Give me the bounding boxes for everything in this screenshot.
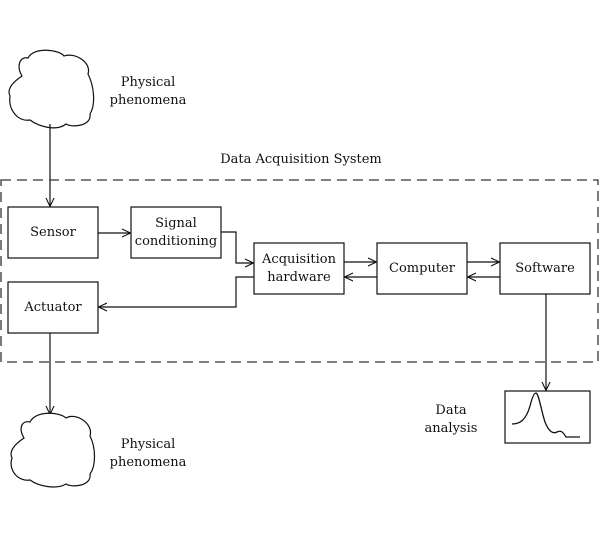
data-analysis-label-line2: analysis bbox=[425, 421, 478, 436]
acquisition-hardware-block bbox=[253, 242, 345, 295]
data-analysis-plot bbox=[504, 390, 591, 444]
sensor-label: Sensor bbox=[30, 225, 76, 240]
arrow-acquisition-to-actuator bbox=[99, 276, 254, 307]
system-boundary bbox=[0, 179, 599, 363]
actuator-block bbox=[7, 281, 99, 334]
acquisition-hardware-label-line1: Acquisition bbox=[261, 252, 337, 267]
phenomena-top-label-line2: phenomena bbox=[110, 93, 187, 108]
arrow-conditioning-to-acquisition bbox=[221, 231, 253, 263]
acquisition-hardware-label-line2: hardware bbox=[267, 270, 331, 285]
phenomena-bottom-label-line2: phenomena bbox=[110, 455, 187, 470]
phenomena-bottom-label-line1: Physical bbox=[121, 437, 175, 452]
data-analysis-label-line1: Data bbox=[435, 403, 466, 418]
actuator-label: Actuator bbox=[23, 300, 82, 315]
computer-block bbox=[376, 242, 468, 295]
signal-conditioning-label-line2: conditioning bbox=[135, 234, 217, 249]
peak-curve-icon bbox=[511, 392, 580, 438]
signal-conditioning-label-line1: Signal bbox=[155, 216, 197, 231]
software-block bbox=[499, 242, 591, 295]
phenomena-top-label-line1: Physical bbox=[121, 75, 175, 90]
software-label: Software bbox=[515, 261, 575, 276]
cloud-bottom-icon bbox=[10, 412, 96, 488]
cloud-top-icon bbox=[8, 49, 95, 129]
signal-conditioning-block bbox=[130, 206, 222, 259]
computer-label: Computer bbox=[389, 261, 456, 276]
system-title: Data Acquisition System bbox=[220, 152, 382, 167]
